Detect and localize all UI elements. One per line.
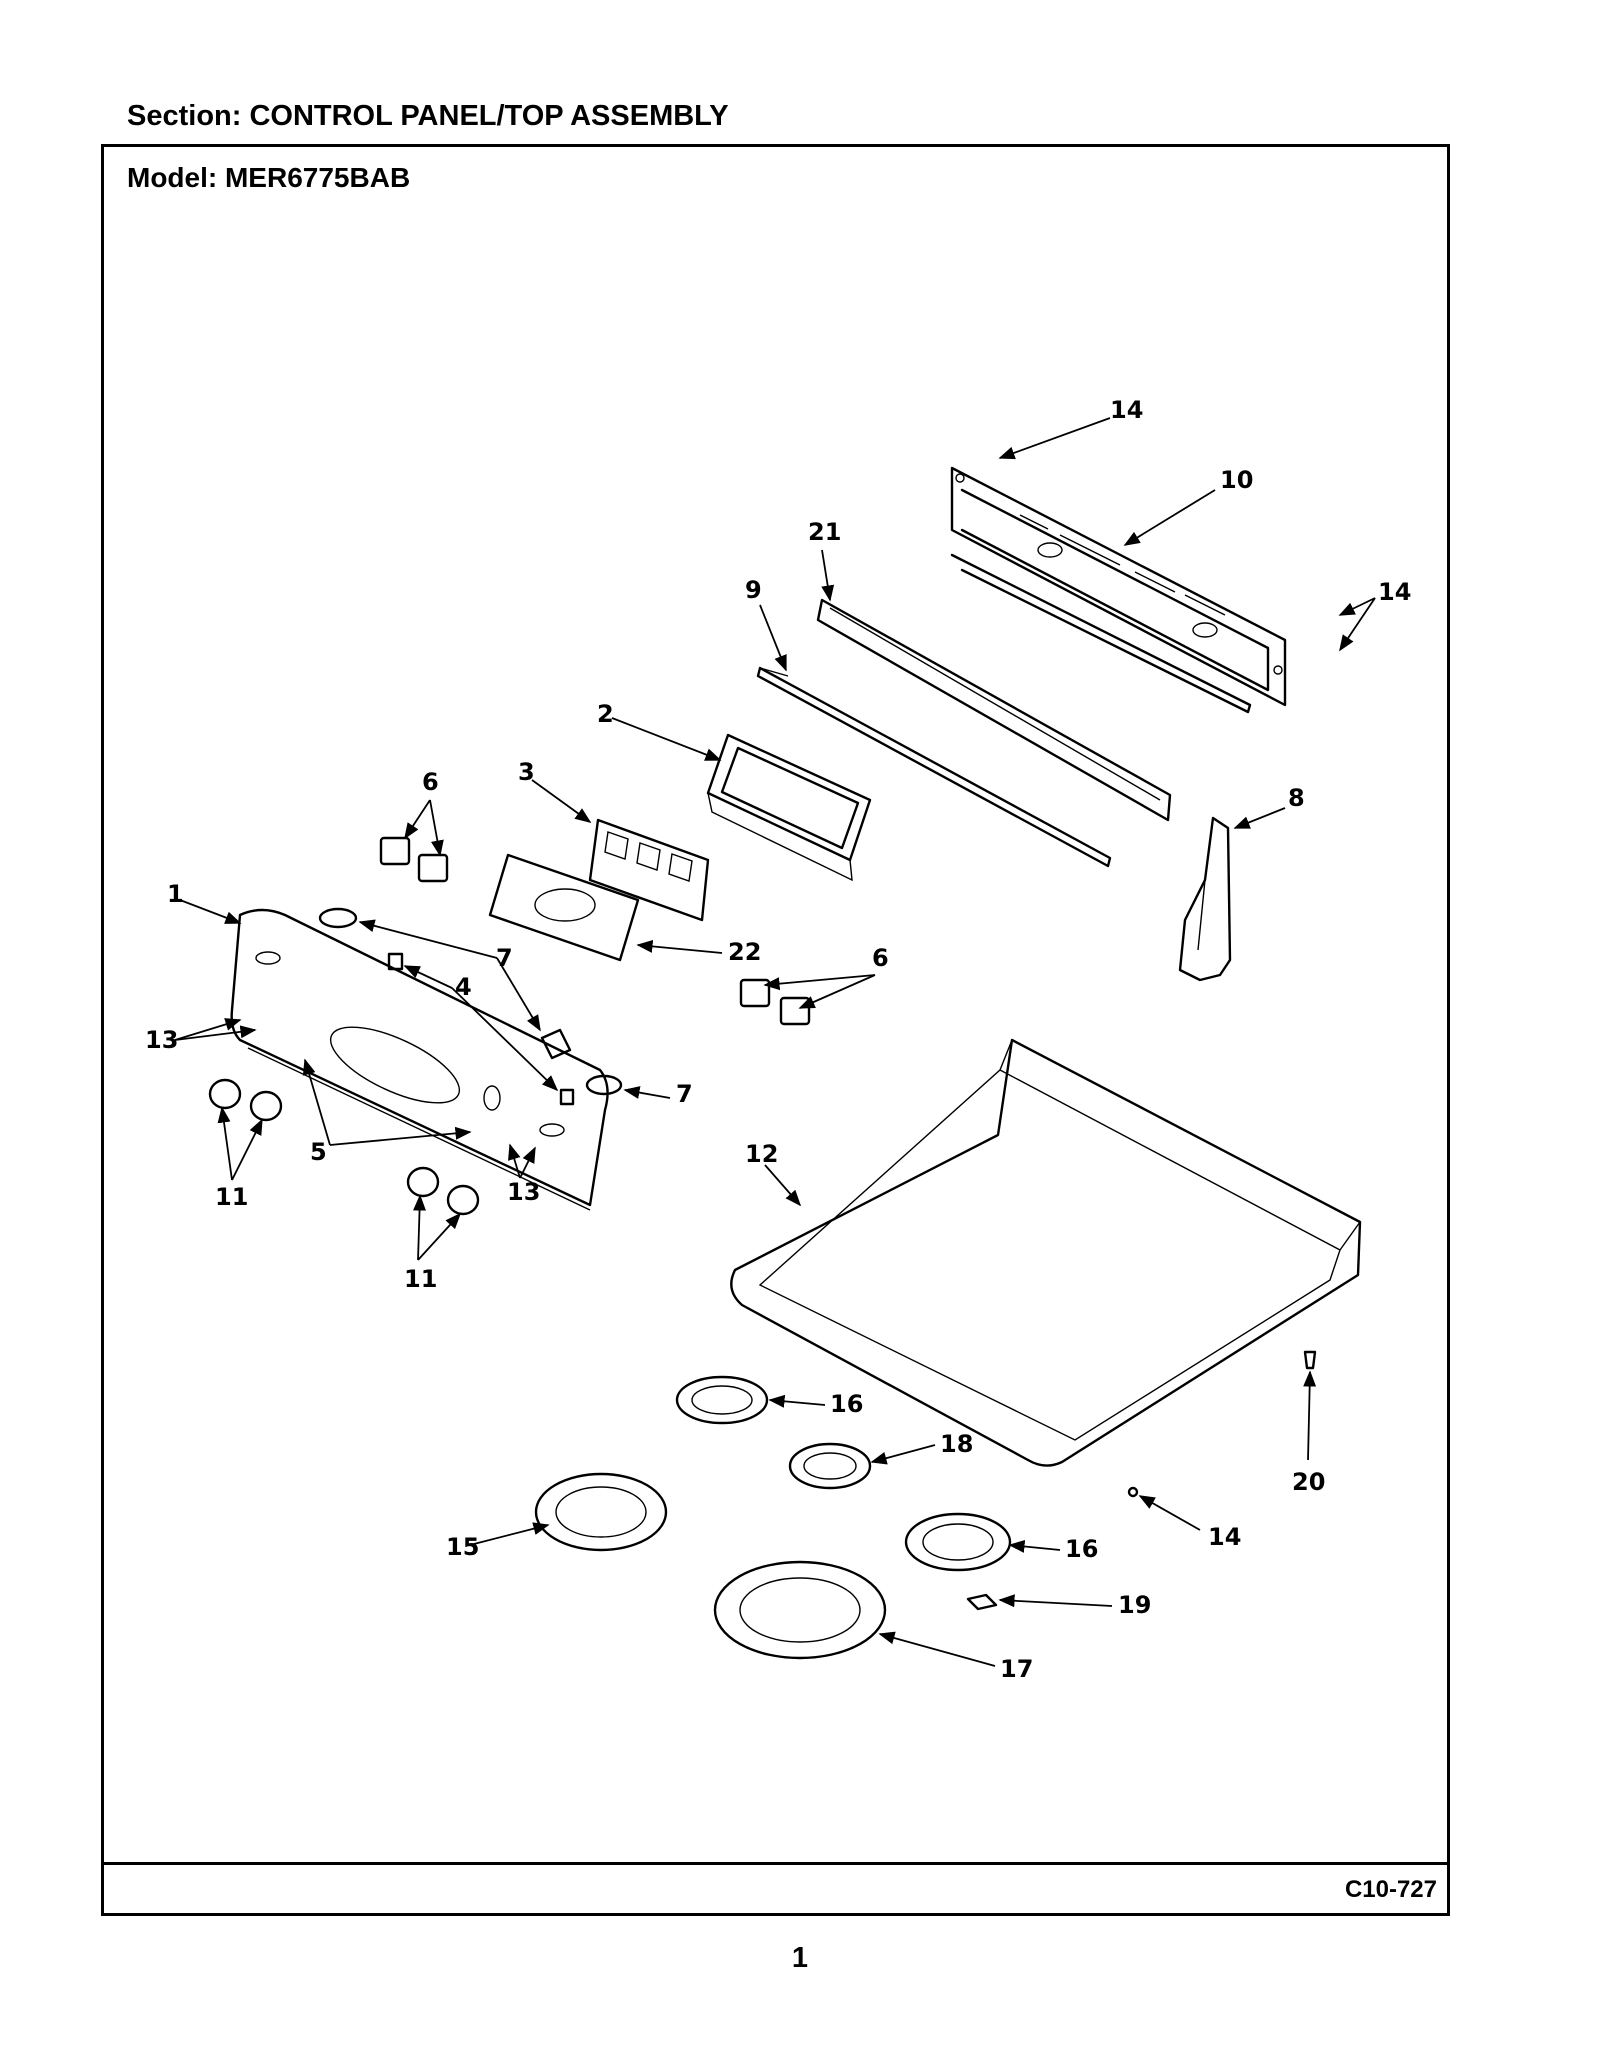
callout-7-lower: 7 <box>676 1080 693 1108</box>
model-title: Model: MER6775BAB <box>127 162 411 193</box>
callout-13-left: 13 <box>145 1026 178 1054</box>
callout-7-upper: 7 <box>496 944 513 972</box>
callout-17: 17 <box>1000 1655 1033 1683</box>
callout-14-top: 14 <box>1110 396 1143 424</box>
control-panel-part <box>230 908 609 1211</box>
callout-6-lower: 6 <box>872 944 889 972</box>
relay-part-lower <box>739 978 811 1026</box>
surface-element-parts <box>534 1375 1139 1660</box>
callout-20: 20 <box>1292 1468 1325 1496</box>
overlay-panel-part <box>488 853 640 962</box>
callout-labels: 14 10 14 21 9 2 3 6 22 1 7 4 6 8 7 13 5 … <box>145 396 1411 1683</box>
callout-11-left: 11 <box>215 1183 248 1211</box>
callout-12: 12 <box>745 1140 778 1168</box>
screw-part <box>1303 1350 1317 1370</box>
callout-3: 3 <box>518 758 535 786</box>
callout-8: 8 <box>1288 784 1305 812</box>
callout-11-right: 11 <box>404 1265 437 1293</box>
knob-parts <box>208 1078 480 1216</box>
callout-9: 9 <box>745 576 762 604</box>
callout-18: 18 <box>940 1430 973 1458</box>
callout-19: 19 <box>1118 1591 1151 1619</box>
footer-divider <box>101 1862 1450 1865</box>
diagram-code: C10-727 <box>1344 1876 1437 1903</box>
callout-13-right: 13 <box>507 1178 540 1206</box>
callout-16-upper: 16 <box>830 1390 863 1418</box>
callout-2: 2 <box>597 700 614 728</box>
callout-16-lower: 16 <box>1065 1535 1098 1563</box>
callout-22: 22 <box>728 938 761 966</box>
button-switch-parts <box>318 907 623 1106</box>
leader-arrows <box>174 417 1376 1667</box>
callout-14-right: 14 <box>1378 578 1411 606</box>
cooktop-part <box>730 1038 1362 1467</box>
callout-6-upper: 6 <box>422 768 439 796</box>
diagram-frame <box>101 144 1450 1916</box>
rear-bracket-part <box>950 466 1287 714</box>
rail-part <box>816 598 1172 822</box>
callout-5: 5 <box>310 1138 327 1166</box>
callout-15: 15 <box>446 1533 479 1561</box>
side-bracket-part <box>1178 816 1232 982</box>
callout-4: 4 <box>455 973 472 1001</box>
callout-1: 1 <box>167 880 184 908</box>
display-window-part <box>706 733 872 882</box>
page-number: 1 <box>791 1942 809 1974</box>
callout-21: 21 <box>808 518 841 546</box>
relay-part-upper <box>379 836 449 883</box>
callout-10: 10 <box>1220 466 1253 494</box>
callout-14-bottom: 14 <box>1208 1523 1241 1551</box>
control-board-part <box>588 818 710 922</box>
section-title: Section: CONTROL PANEL/TOP ASSEMBLY <box>127 100 729 132</box>
trim-strip-part <box>756 666 1112 868</box>
